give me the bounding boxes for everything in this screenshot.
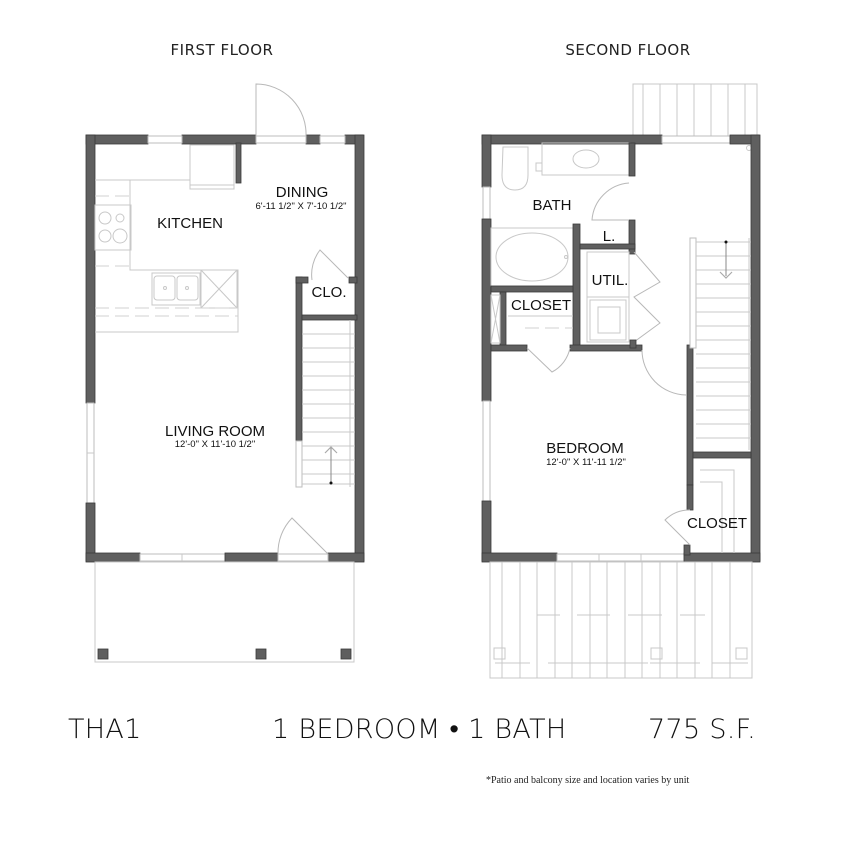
room-label-bath: BATH <box>532 197 572 214</box>
first-floor-plan <box>85 83 365 663</box>
square-footage: 775 S.F. <box>648 714 757 745</box>
first-floor-title: FIRST FLOOR <box>170 41 274 59</box>
room-label-kitchen: KITCHEN <box>157 215 223 232</box>
room-label-closet-upper: CLOSET <box>510 297 571 314</box>
room-label-living-room: LIVING ROOM <box>164 423 265 440</box>
room-label-utility: UTIL. <box>591 272 629 289</box>
room-label-linen: L. <box>602 228 616 245</box>
room-dimensions-bedroom: 12'-0" X 11'-11 1/2" <box>546 457 626 468</box>
room-dimensions-dining: 6'-11 1/2" X 7'-10 1/2" <box>255 201 347 212</box>
unit-type: 1 BEDROOM • 1 BATH <box>272 714 567 745</box>
second-floor-title: SECOND FLOOR <box>565 41 691 59</box>
second-floor-plan <box>481 83 761 679</box>
room-label-dining: DINING <box>275 184 329 201</box>
room-label-closet: CLO. <box>311 284 347 301</box>
room-dimensions-living-room: 12'-0" X 11'-10 1/2" <box>174 439 256 450</box>
room-label-closet-lower: CLOSET <box>686 515 747 532</box>
unit-code: THA1 <box>68 714 142 745</box>
footnote: *Patio and balcony size and location var… <box>486 775 690 786</box>
room-label-bedroom: BEDROOM <box>546 440 624 457</box>
